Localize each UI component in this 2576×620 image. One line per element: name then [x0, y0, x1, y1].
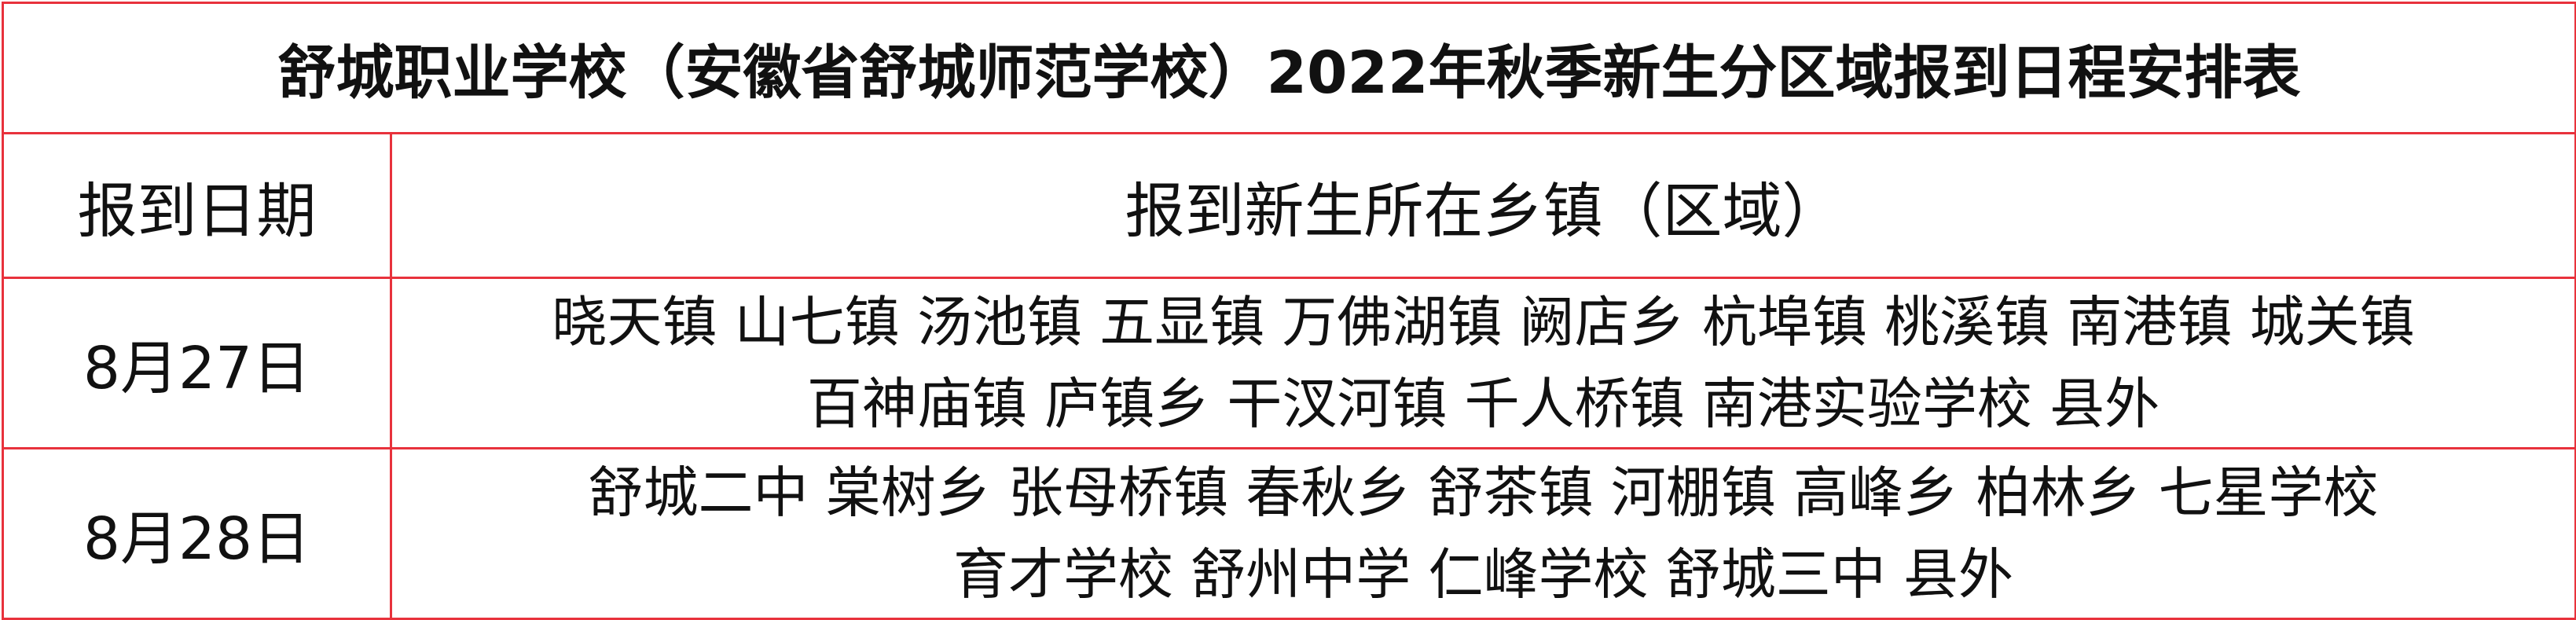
- row-date: 8月27日: [2, 277, 392, 449]
- table-title: 舒城职业学校（安徽省舒城师范学校）2022年秋季新生分区域报到日程安排表: [1, 2, 2576, 134]
- header-date: 报到日期: [2, 132, 392, 279]
- title-row: 舒城职业学校（安徽省舒城师范学校）2022年秋季新生分区域报到日程安排表: [1, 2, 2576, 134]
- towns-line: 育才学校 舒州中学 仁峰学校 舒城三中 县外: [953, 542, 2014, 607]
- header-area: 报到新生所在乡镇（区域）: [389, 132, 2576, 279]
- row-towns: 晓天镇 山七镇 汤池镇 五显镇 万佛湖镇 阙店乡 杭埠镇 桃溪镇 南港镇 城关镇…: [389, 277, 2576, 449]
- towns-line: 舒城二中 棠树乡 张母桥镇 春秋乡 舒茶镇 河棚镇 高峰乡 柏林乡 七星学校: [588, 460, 2379, 525]
- row-date: 8月28日: [2, 447, 392, 620]
- table-row: 8月27日 晓天镇 山七镇 汤池镇 五显镇 万佛湖镇 阙店乡 杭埠镇 桃溪镇 南…: [2, 277, 2576, 449]
- header-row: 报到日期 报到新生所在乡镇（区域）: [2, 132, 2576, 279]
- row-towns: 舒城二中 棠树乡 张母桥镇 春秋乡 舒茶镇 河棚镇 高峰乡 柏林乡 七星学校 育…: [389, 447, 2576, 620]
- towns-line: 百神庙镇 庐镇乡 干汊河镇 千人桥镇 南港实验学校 县外: [806, 372, 2160, 436]
- towns-line: 晓天镇 山七镇 汤池镇 五显镇 万佛湖镇 阙店乡 杭埠镇 桃溪镇 南港镇 城关镇: [552, 290, 2415, 354]
- table-row: 8月28日 舒城二中 棠树乡 张母桥镇 春秋乡 舒茶镇 河棚镇 高峰乡 柏林乡 …: [2, 447, 2576, 620]
